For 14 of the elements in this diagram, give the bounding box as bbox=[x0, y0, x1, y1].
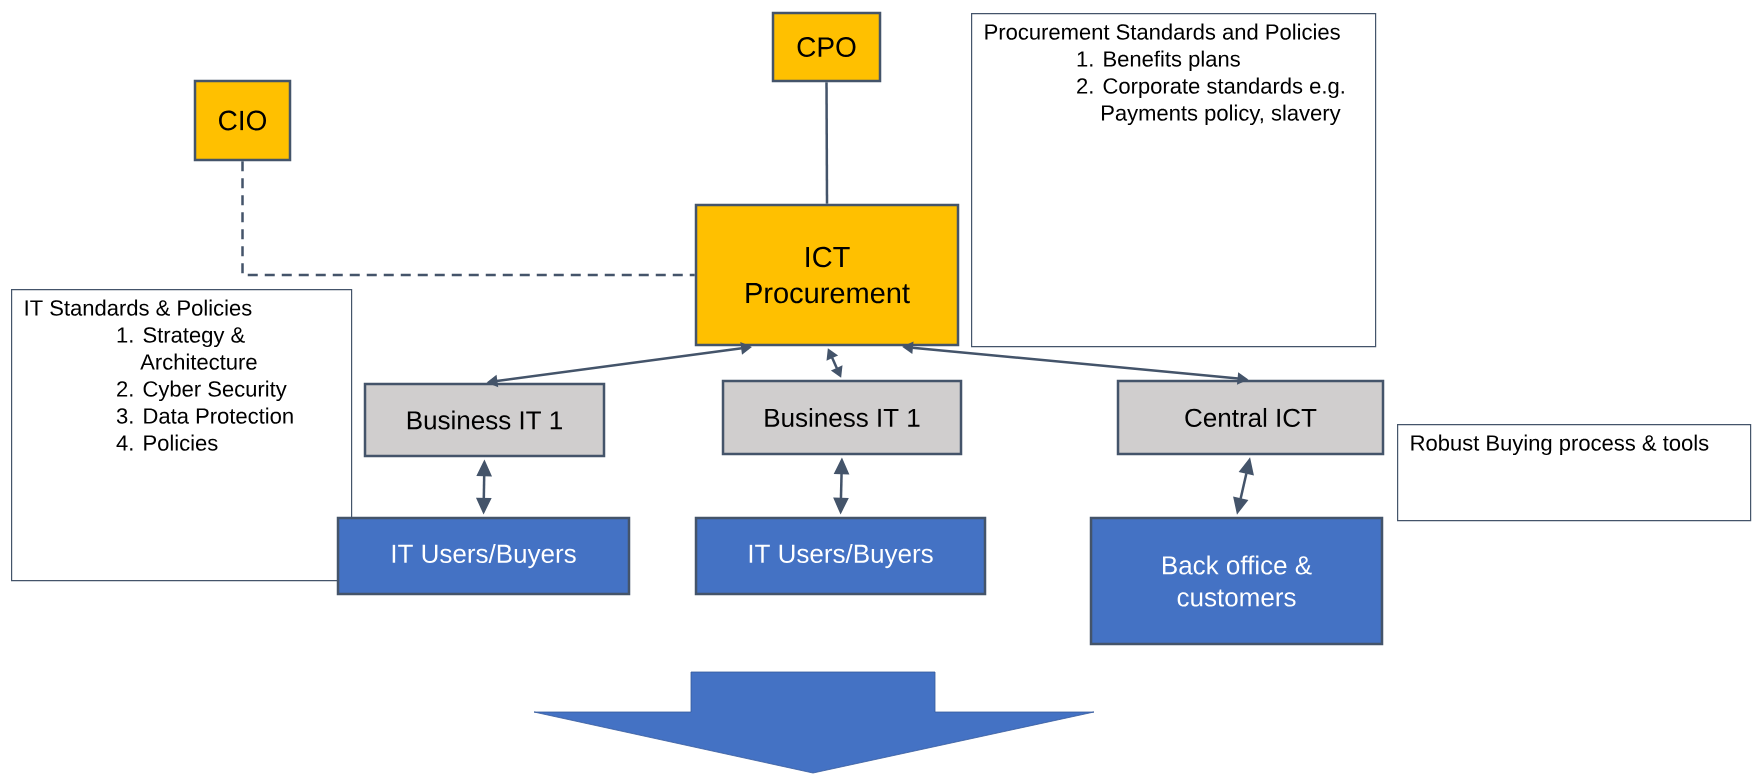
user-group-box: IT Users/Buyers bbox=[336, 516, 631, 596]
role-box: CIO bbox=[193, 79, 292, 162]
note-box: Robust Buying process & tools bbox=[1397, 424, 1752, 522]
role-box: ICT Procurement bbox=[694, 203, 960, 347]
department-box: Central ICT bbox=[1116, 379, 1385, 456]
connector bbox=[241, 161, 695, 277]
user-group-box: IT Users/Buyers bbox=[694, 516, 987, 596]
standards-box: IT Standards & Policies 1. Strategy & Architecture 2. Cyber Security 3. Data Protection 4. Policies bbox=[11, 289, 353, 582]
connector bbox=[825, 82, 829, 204]
role-box: CPO bbox=[771, 11, 882, 83]
department-box: Business IT 1 bbox=[363, 382, 606, 458]
user-group-box: Back office & customers bbox=[1089, 516, 1384, 646]
standards-box: Procurement Standards and Policies 1. Benefits plans 2. Corporate standards e.g. Payments policy, slavery bbox=[971, 13, 1377, 348]
department-box: Business IT 1 bbox=[721, 379, 963, 456]
